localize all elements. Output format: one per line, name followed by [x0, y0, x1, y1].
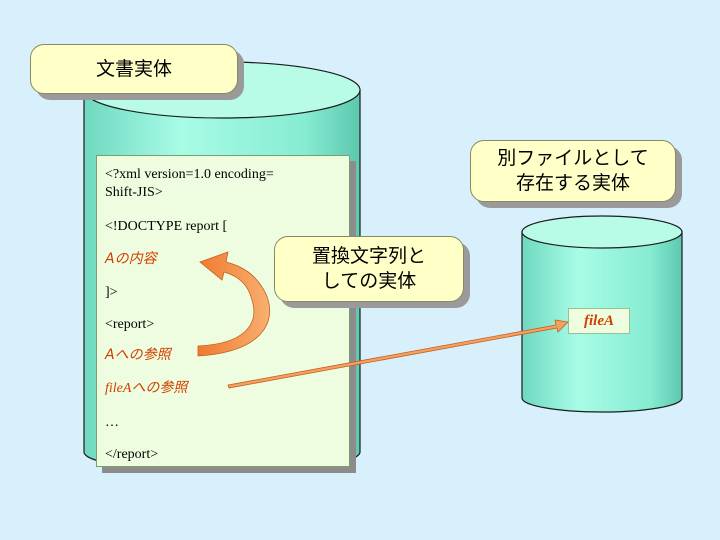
document-entity-label: 文書実体 [95, 58, 172, 80]
code-ref-a: Aへの参照 [105, 347, 171, 363]
replacement-text-entity-line-2: しての実体 [321, 270, 417, 292]
external-file-entity-line-1: 別ファイルとして [497, 147, 649, 169]
code-doctype: <!DOCTYPE report [ [105, 219, 228, 234]
code-entity-a-content: Aの内容 [105, 251, 157, 267]
document-code-box: <?xml version=1.0 encoding= Shift-JIS> <… [96, 155, 350, 467]
code-bracket-close: ]> [105, 285, 118, 300]
external-file-label: fileA [568, 308, 630, 334]
external-file-entity-callout: 別ファイルとして 存在する実体 [470, 140, 676, 202]
code-report-open: <report> [105, 317, 155, 332]
code-ref-filea-text: への参照 [131, 380, 188, 396]
code-report-close: </report> [105, 447, 159, 462]
code-ellipsis: … [105, 415, 119, 430]
code-ref-filea-name: fileA [105, 381, 132, 396]
code-xml-decl-2: Shift-JIS> [105, 185, 163, 200]
external-file-entity-line-2: 存在する実体 [515, 172, 630, 194]
code-ref-filea: fileAへの参照 [105, 380, 187, 397]
replacement-text-entity-callout: 置換文字列と しての実体 [274, 236, 464, 302]
code-xml-decl-1: <?xml version=1.0 encoding= [105, 167, 274, 182]
replacement-text-entity-line-1: 置換文字列と [311, 245, 426, 267]
document-entity-callout: 文書実体 [30, 44, 238, 94]
